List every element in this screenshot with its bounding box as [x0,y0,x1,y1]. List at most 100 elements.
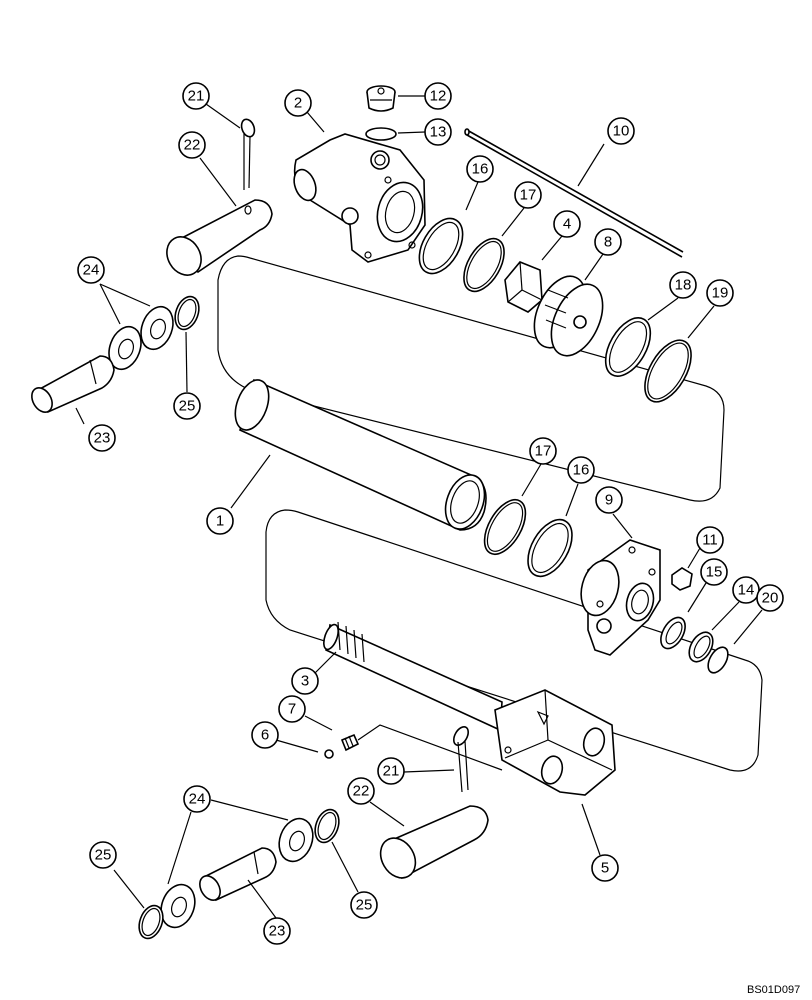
pin-part [31,355,115,414]
callout-15: 15 [700,558,728,586]
snap-ring-part [174,295,200,331]
washer-part [140,305,174,351]
plug-part [366,85,396,112]
callout-label: 24 [83,262,100,279]
callout-label: 4 [563,216,571,233]
callout-17: 17 [514,181,542,209]
callout-label: 1 [216,513,224,530]
callout-16: 16 [567,456,595,484]
callout-label: 21 [383,763,400,780]
callout-label: 25 [95,847,112,864]
callout-label: 2 [294,95,302,112]
callout-label: 5 [601,860,609,877]
callout-label: 3 [301,673,309,690]
pin-part [379,805,489,880]
washer-part [278,817,314,863]
callout-label: 24 [189,791,206,808]
o-ring-part [483,499,527,555]
callout-24: 24 [77,256,105,284]
callout-label: 7 [288,701,296,718]
piston-seal-part [644,339,692,403]
callout-6: 6 [251,721,279,749]
callout-label: 10 [613,123,630,140]
callout-20: 20 [756,584,784,612]
callout-7: 7 [278,695,306,723]
callout-23: 23 [263,917,291,945]
callout-18: 18 [669,271,697,299]
pin-part [166,199,273,276]
assembly-guide-line [357,724,503,771]
callout-label: 21 [188,88,205,105]
washer-part [160,883,196,929]
callout-label: 23 [269,923,286,940]
callout-1: 1 [206,507,234,535]
callout-label: 16 [472,161,489,178]
callout-25: 25 [173,392,201,420]
callout-label: 9 [605,492,613,509]
nut-part [671,567,693,591]
o-ring-part [365,127,397,141]
callout-label: 14 [738,582,755,599]
o-ring-part [463,237,505,293]
callout-label: 25 [179,398,196,415]
wiper-part [660,616,686,650]
snap-ring-part [138,904,164,940]
callout-label: 13 [430,124,447,141]
ball-part [324,749,334,759]
cotter-pin-part [452,726,470,793]
callout-label: 22 [353,783,370,800]
callout-label: 19 [712,285,729,302]
callout-label: 11 [702,532,718,549]
callout-label: 23 [94,430,111,447]
callout-12: 12 [424,82,452,110]
rod-part [323,621,503,732]
snap-ring-part [314,808,340,844]
callout-8: 8 [594,228,622,256]
callout-21: 21 [182,82,210,110]
callout-22: 22 [347,777,375,805]
cylinder-head-part [580,539,661,656]
callout-5: 5 [591,854,619,882]
callout-label: 8 [604,234,612,251]
callout-13: 13 [424,118,452,146]
cylinder-base-part [293,133,426,263]
piston-part [533,275,604,357]
callouts: 21 2 12 13 10 22 16 17 4 8 24 18 19 25 2… [77,82,784,945]
callout-16: 16 [466,155,494,183]
callout-24: 24 [183,785,211,813]
seal-ring-part [688,631,714,663]
callout-11: 11 [696,526,724,554]
lower-group-outline [265,509,763,772]
piston-ring-part [604,317,652,377]
callout-14: 14 [732,576,760,604]
callout-label: 16 [573,462,590,479]
o-ring-part [707,646,729,674]
callout-10: 10 [607,117,635,145]
callout-label: 18 [675,277,692,294]
barrel-part [234,378,487,531]
washer-part [108,325,142,371]
backup-ring-part [418,217,464,275]
callout-label: 17 [520,187,537,204]
callout-4: 4 [553,210,581,238]
callout-label: 17 [535,443,552,460]
callout-25: 25 [89,841,117,869]
rod-eye-part [494,689,616,796]
leader-lines [75,95,763,919]
callout-label: 15 [706,564,723,581]
set-screw-part [340,733,360,752]
callout-label: 6 [261,727,269,744]
callout-22: 22 [178,131,206,159]
callout-21: 21 [377,757,405,785]
backup-ring-part [527,518,573,578]
callout-17: 17 [529,437,557,465]
callout-25: 25 [350,891,378,919]
nut-part [504,261,543,313]
callout-label: 20 [762,590,779,607]
figure-code: BS01D097 [747,984,800,996]
callout-23: 23 [88,424,116,452]
callout-label: 22 [184,137,201,154]
callout-label: 12 [430,88,447,105]
callout-3: 3 [291,667,319,695]
